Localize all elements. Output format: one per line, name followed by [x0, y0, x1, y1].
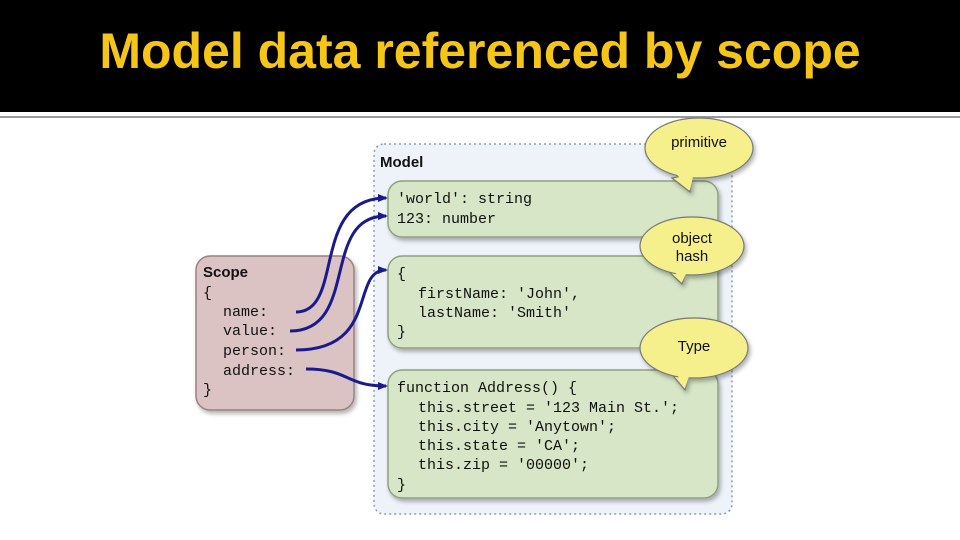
title-bar [0, 0, 960, 112]
type-line: function Address() { [397, 380, 577, 397]
object-hash-bubble-text: object [672, 230, 713, 247]
type-line: this.street = '123 Main St.'; [418, 400, 679, 417]
arrow-person-to-object [295, 266, 388, 352]
type-bubble-text: Type [678, 338, 711, 355]
type-line: this.city = 'Anytown'; [418, 419, 616, 436]
scope-line: person: [223, 343, 286, 360]
scope-line: { [203, 285, 212, 302]
primitive-bubble [644, 117, 754, 194]
title-divider [0, 116, 960, 118]
scope-line: name: [223, 304, 268, 321]
primitive-box [387, 180, 719, 238]
slide-title: Model data referenced by scope [99, 23, 861, 79]
primitive-bubble-text: primitive [671, 134, 727, 151]
type-box [387, 369, 719, 499]
object-hash-bubble [639, 216, 745, 286]
type-line: this.zip = '00000'; [418, 457, 589, 474]
object-line: lastName: 'Smith' [418, 305, 571, 322]
primitive-line: 123: number [397, 211, 496, 228]
type-bubble [639, 317, 749, 392]
primitive-line: 'world': string [397, 191, 532, 208]
type-line: this.state = 'CA'; [418, 438, 580, 455]
arrow-name-to-world [295, 194, 388, 314]
scope-box [195, 255, 355, 411]
object-box [387, 255, 719, 349]
scope-line: } [203, 382, 212, 399]
scope-line: value: [223, 323, 277, 340]
type-line: } [397, 477, 406, 494]
arrow-value-to-number [289, 212, 388, 333]
scope-label: Scope [203, 264, 248, 281]
arrow-address-to-type [305, 367, 388, 390]
object-hash-bubble-text: hash [676, 248, 709, 265]
model-label: Model [380, 154, 423, 171]
object-line: firstName: 'John', [418, 286, 580, 303]
scope-line: address: [223, 363, 295, 380]
object-line: } [397, 324, 406, 341]
object-line: { [397, 266, 406, 283]
